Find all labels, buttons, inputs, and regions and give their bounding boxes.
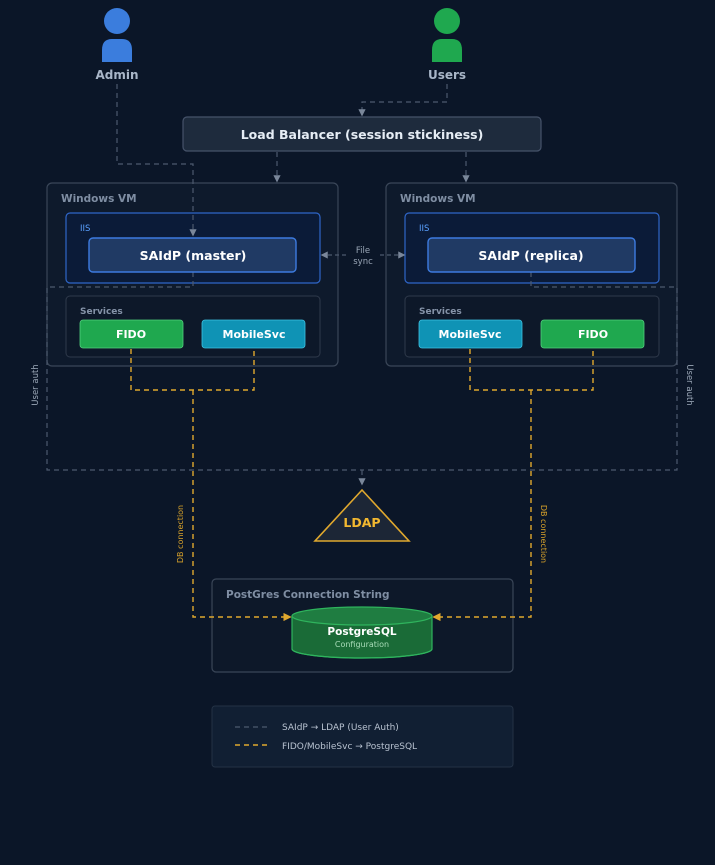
user-auth-right-label: User auth (684, 364, 694, 405)
postgres-box-title: PostGres Connection String (226, 589, 390, 601)
legend-box (211, 705, 514, 768)
file-sync-label-1: File (356, 246, 370, 256)
load-balancer-label: Load Balancer (session stickiness) (241, 127, 484, 142)
fido-left-box (79, 319, 184, 349)
vm-left-title: Windows VM (61, 193, 137, 205)
saidp-replica-label: SAIdP (replica) (478, 248, 583, 263)
db-connection-left-label: DB connection (176, 505, 185, 563)
vm-right-title: Windows VM (400, 193, 476, 205)
postgresql-label: PostgreSQL (327, 626, 396, 638)
saidp-replica-box (427, 237, 636, 273)
iis-right-label: IIS (419, 224, 429, 234)
fido-right-label: FIDO (578, 328, 608, 341)
postgres-lines (130, 349, 594, 622)
saidp-master-box (88, 237, 297, 273)
ldap-auth-lines (46, 84, 678, 486)
load-balancer-box (182, 116, 542, 152)
admin-actor-icon (102, 8, 132, 62)
users-actor-icon (432, 8, 462, 62)
mobilesvc-right-box (418, 319, 523, 349)
mobilesvc-left-label: MobileSvc (223, 328, 286, 341)
ldap-label: LDAP (343, 515, 380, 530)
iis-left-label: IIS (80, 224, 90, 234)
legend-postgres-label: FIDO/MobileSvc → PostgreSQL (282, 742, 417, 752)
services-right-label: Services (419, 307, 462, 317)
legend-ldap-label: SAIdP → LDAP (User Auth) (282, 723, 399, 733)
admin-label: Admin (95, 68, 138, 82)
file-sync-label-2: sync (353, 257, 373, 267)
ldap-triangle (313, 488, 411, 542)
mobilesvc-right-label: MobileSvc (439, 328, 502, 341)
mobilesvc-left-box (201, 319, 306, 349)
user-auth-left-label: User auth (31, 364, 41, 405)
services-left-label: Services (80, 307, 123, 317)
saidp-master-label: SAIdP (master) (140, 248, 247, 263)
database-cylinder-icon (291, 606, 433, 659)
postgresql-sub-label: Configuration (335, 640, 389, 649)
fido-right-box (540, 319, 645, 349)
db-connection-right-label: DB connection (539, 505, 548, 563)
users-label: Users (428, 68, 466, 82)
fido-left-label: FIDO (116, 328, 146, 341)
